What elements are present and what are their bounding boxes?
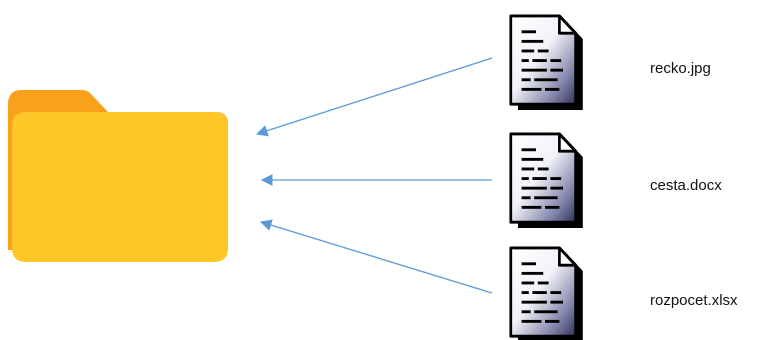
file-name-label: cesta.docx (650, 177, 722, 194)
document-icon (509, 132, 585, 230)
document-icon (509, 14, 585, 112)
file-name-label: recko.jpg (650, 60, 711, 77)
arrow-rozpocet-to-folder (259, 219, 493, 294)
file-item: cesta.docx (509, 132, 722, 230)
file-item: recko.jpg (509, 14, 711, 112)
document-icon (509, 246, 585, 340)
arrow-recko-to-folder (255, 57, 493, 137)
file-item: rozpocet.xlsx (509, 246, 738, 340)
file-name-label: rozpocet.xlsx (650, 292, 738, 309)
folder-icon (8, 90, 228, 262)
folder-front (12, 112, 228, 262)
